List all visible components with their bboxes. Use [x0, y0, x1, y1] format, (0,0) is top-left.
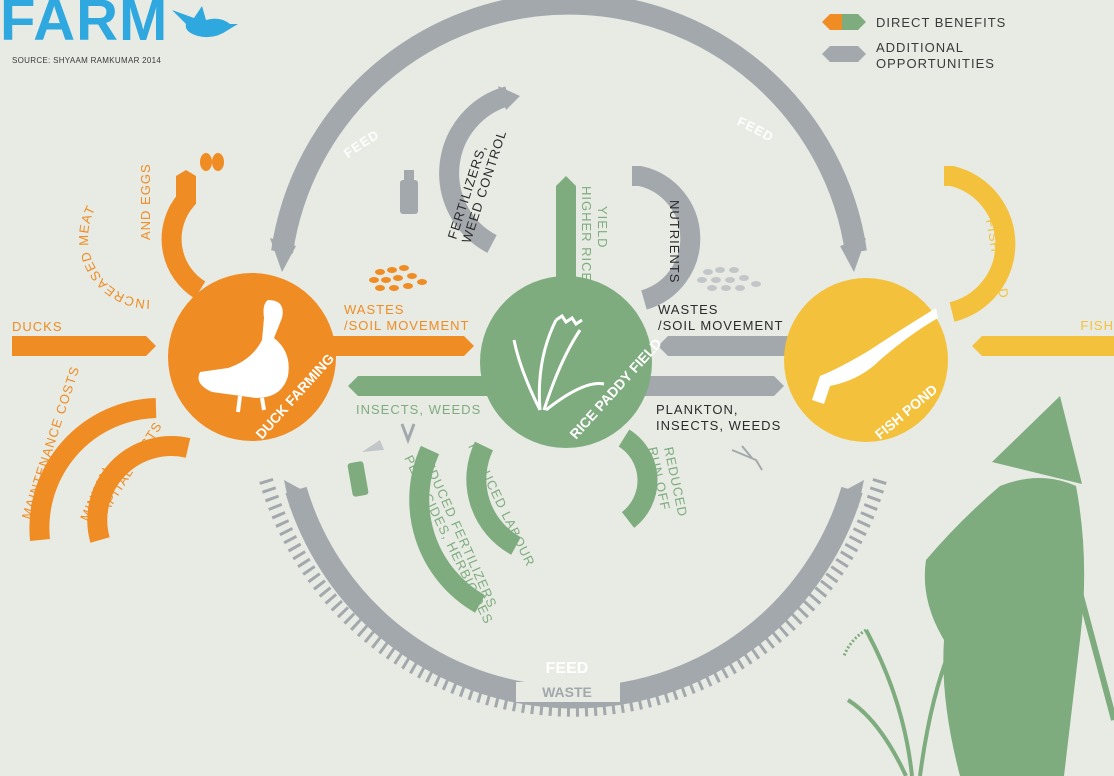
- duck-wastes-arrow: [330, 336, 474, 356]
- insects-arrow: [348, 376, 496, 396]
- rice-stalk-icon: [846, 629, 952, 776]
- fish-icon: [812, 308, 938, 404]
- egg-icon: [200, 153, 224, 171]
- nutrients-label: NUTRIENTS: [667, 200, 682, 283]
- insects-label: INSECTS, WEEDS: [356, 402, 481, 417]
- plankton-1: PLANKTON,: [656, 402, 738, 417]
- grain-orange-icon: [369, 265, 427, 291]
- rice-yield-1: HIGHER RICE: [579, 186, 594, 282]
- svg-text:FEED: FEED: [735, 114, 777, 145]
- duck-wastes-2: /SOIL MOVEMENT: [344, 318, 469, 333]
- duck-icon: [198, 300, 289, 398]
- meat-label-2: AND EGGS: [138, 163, 153, 240]
- bottle-icon: [400, 180, 418, 214]
- fish-wastes-arrow: [658, 336, 806, 356]
- ducks-label: DUCKS: [12, 319, 63, 334]
- feed-label-right: FEED: [735, 114, 777, 145]
- spray-icon: [347, 440, 384, 497]
- page-title: FARM: [0, 0, 169, 53]
- svg-text:FEED: FEED: [341, 127, 382, 161]
- plankton-icon: [731, 445, 763, 471]
- plankton-arrow: [640, 376, 784, 396]
- feed-arc-top: [271, 0, 867, 254]
- grain-gray-icon: [697, 267, 761, 291]
- waste-label: WASTE: [542, 684, 592, 700]
- rice-paddy-node: [480, 276, 652, 448]
- plankton-2: INSECTS, WEEDS: [656, 418, 781, 433]
- fish-label: FISH: [1080, 318, 1114, 333]
- duck-wastes-1: WASTES: [344, 302, 404, 317]
- farmer-icon: [924, 396, 1114, 776]
- source-note: SOURCE: SHYAAM RAMKUMAR 2014: [12, 56, 162, 65]
- feed-label-left: FEED: [341, 127, 382, 161]
- insect-icon: [400, 423, 416, 445]
- rice-plant-icon: [512, 319, 605, 412]
- legend-additional-2: OPPORTUNITIES: [876, 56, 995, 71]
- waste-ticks: [259, 478, 887, 717]
- feed-label-bottom: FEED: [546, 660, 589, 677]
- ducks-in-arrow: [12, 336, 156, 356]
- bird-icon: [172, 6, 238, 38]
- legend-swatches: [822, 14, 866, 62]
- fish-wastes-1: WASTES: [658, 302, 718, 317]
- fish-out-arrow: [972, 336, 1114, 356]
- legend-direct: DIRECT BENEFITS: [876, 15, 1007, 30]
- legend-additional-1: ADDITIONAL: [876, 40, 965, 55]
- fish-wastes-2: /SOIL MOVEMENT: [658, 318, 783, 333]
- rice-yield-2: YIELD: [595, 206, 610, 249]
